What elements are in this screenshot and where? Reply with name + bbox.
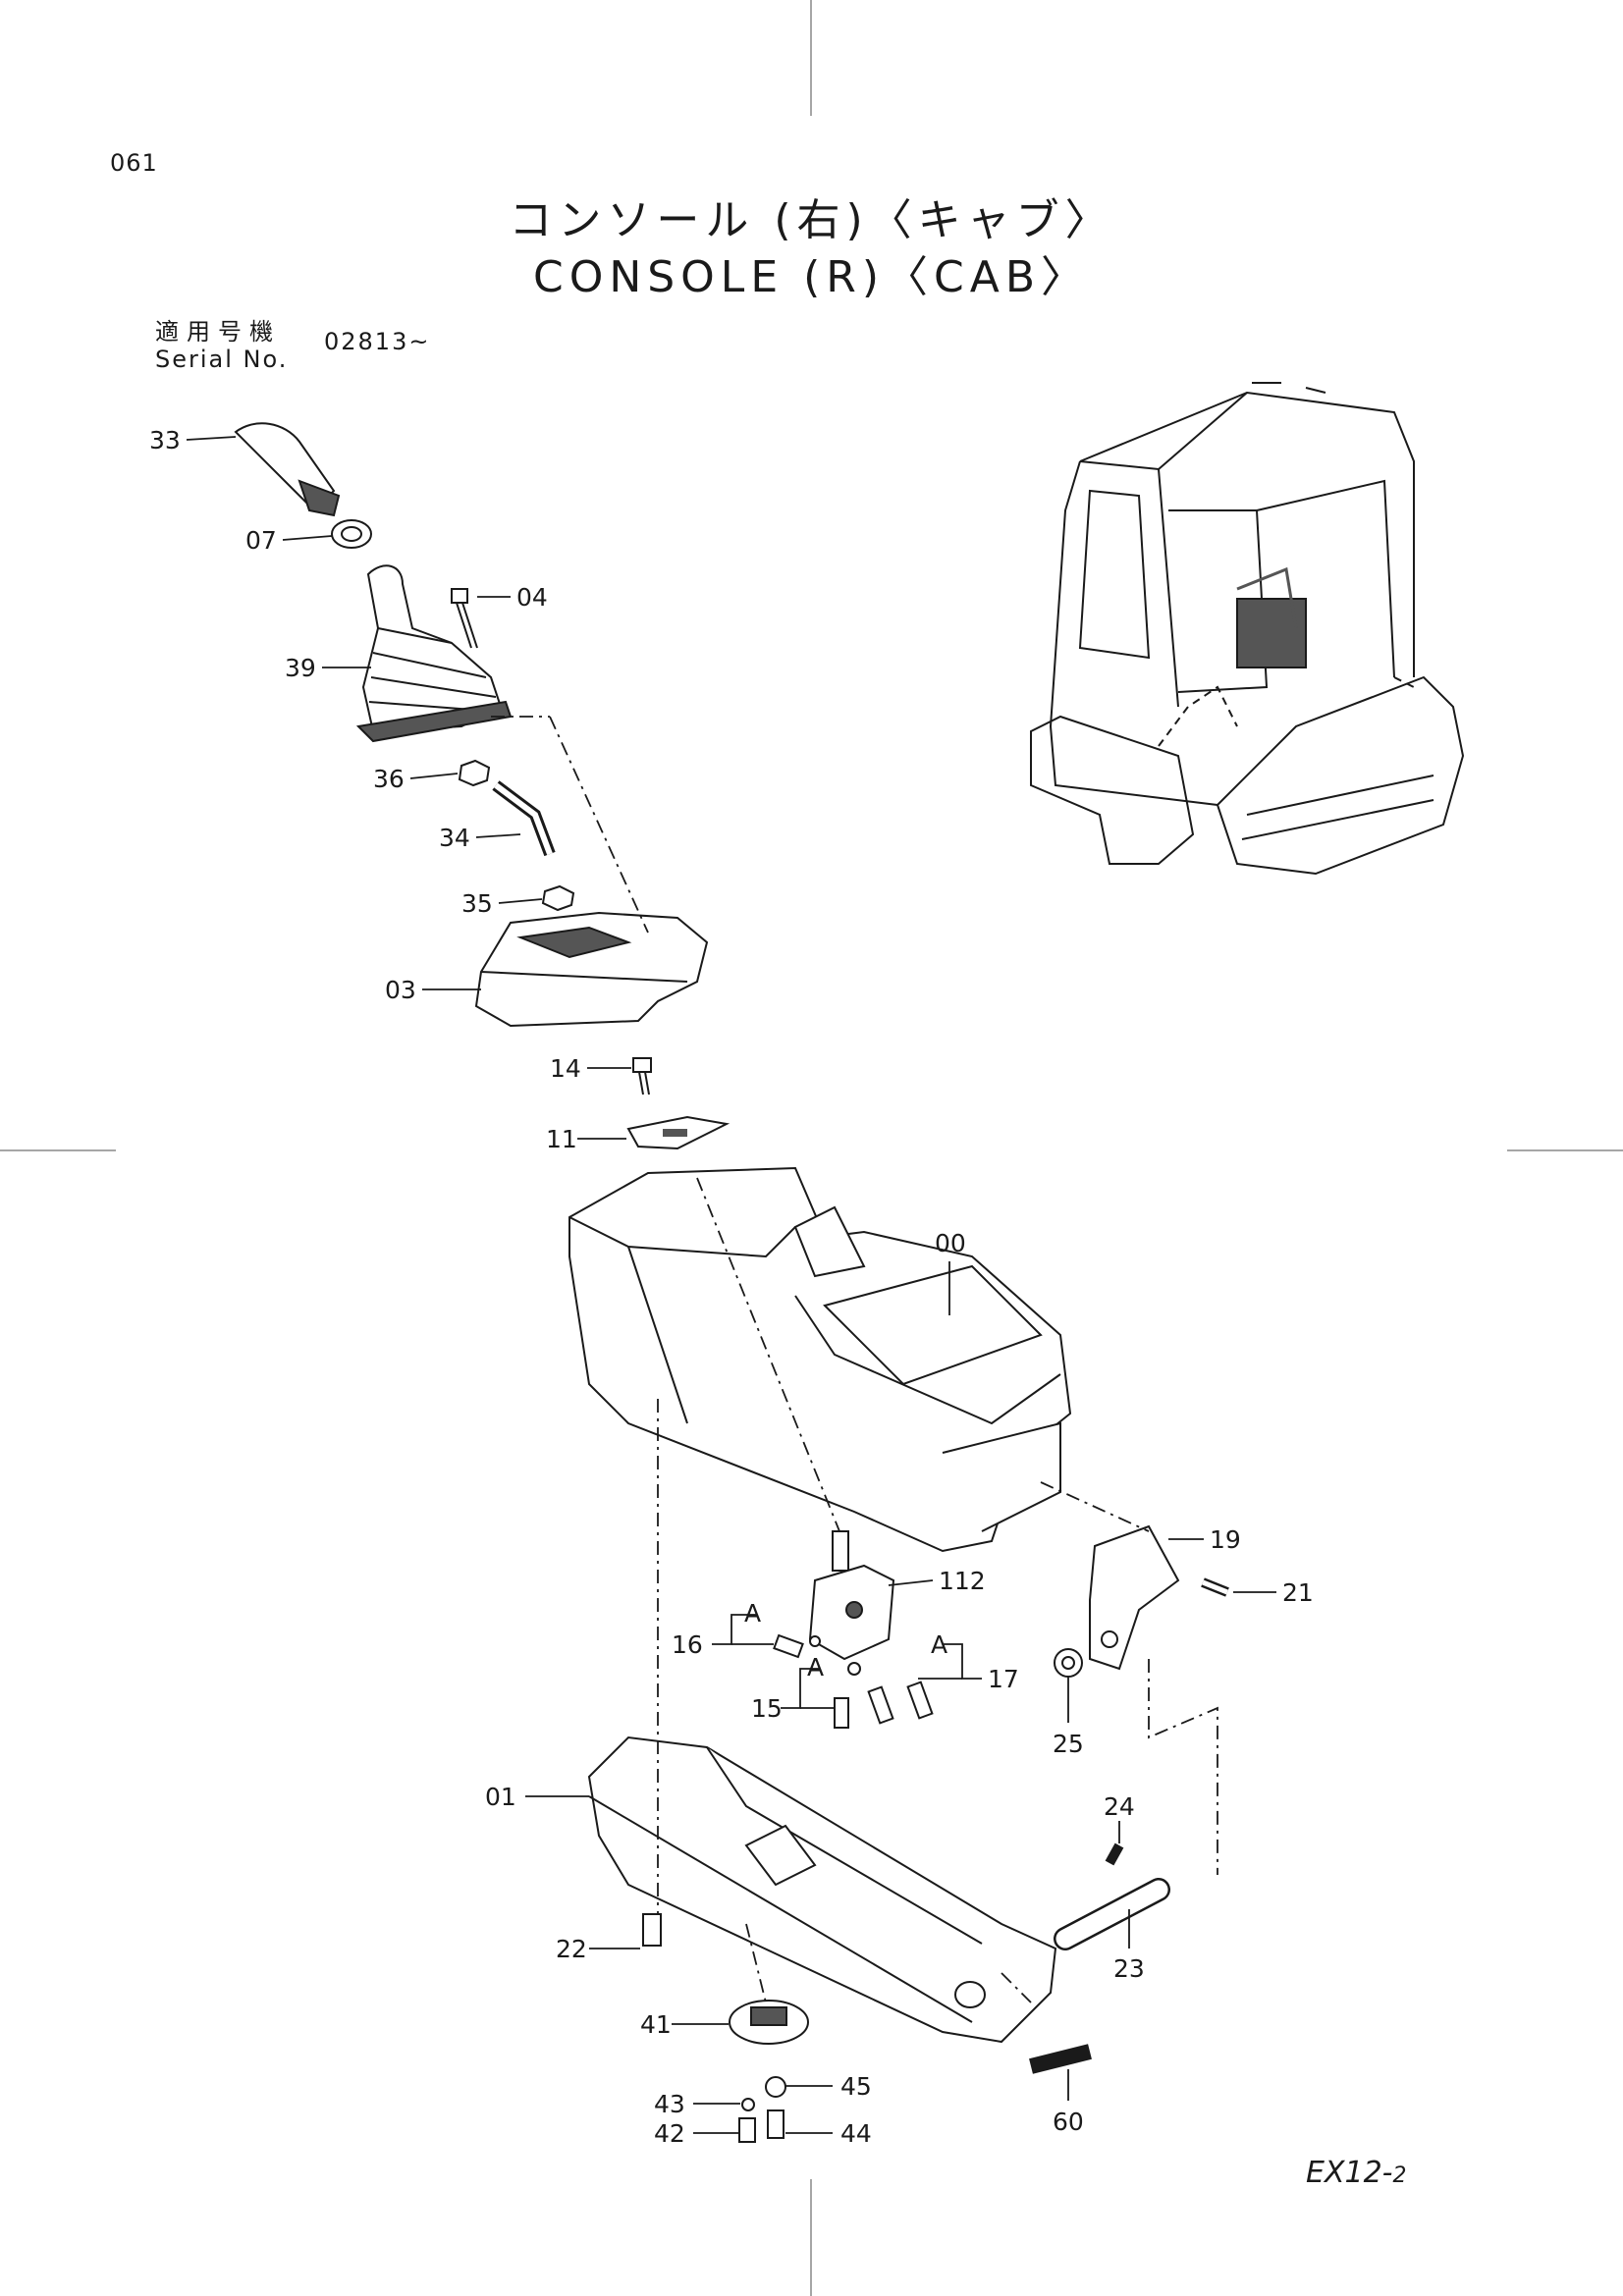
model-code-main: EX12- [1306, 2156, 1393, 2190]
rod-part-34 [492, 780, 556, 857]
bracket-part-19 [1089, 1524, 1180, 1671]
lower-cover-part-01 [587, 1735, 1057, 2044]
console-part-00 [568, 1166, 1072, 1553]
title-japanese: コンソール (右)〈キャブ〉 [509, 195, 1114, 245]
part-label-45: 45 [840, 2072, 872, 2101]
part-label-24: 24 [1104, 1792, 1135, 1821]
part-label-04: 04 [516, 583, 548, 612]
boot-part-39 [355, 564, 513, 743]
reference-mark-a-16: A [744, 1599, 761, 1628]
model-code: EX12-2 [1306, 2156, 1407, 2190]
assembly-lines [491, 716, 1218, 2003]
part-label-33: 33 [149, 426, 181, 454]
reference-mark-a-15: A [807, 1653, 824, 1682]
small-parts-42-43-44-45 [738, 2076, 786, 2143]
pin-part-23 [1054, 1878, 1170, 1950]
nut-part-35 [541, 884, 575, 912]
part-label-21: 21 [1282, 1578, 1314, 1607]
part-label-36: 36 [373, 765, 405, 793]
part-label-25: 25 [1053, 1730, 1084, 1758]
part-label-01: 01 [485, 1783, 516, 1811]
part-label-11: 11 [546, 1125, 577, 1153]
title-english: CONSOLE (R)〈CAB〉 [532, 252, 1091, 302]
part-label-00: 00 [935, 1229, 966, 1257]
part-label-41: 41 [640, 2010, 672, 2039]
part-label-22: 22 [556, 1935, 587, 1963]
bolt-part-22 [642, 1913, 662, 1947]
model-code-suffix: 2 [1392, 2163, 1407, 2188]
bolt-part-14 [632, 1057, 652, 1095]
part-label-07: 07 [245, 526, 277, 555]
bolt-part-04 [451, 588, 478, 649]
cover-part-03 [474, 911, 709, 1028]
pin-part-24 [1105, 1842, 1124, 1866]
part-label-03: 03 [385, 976, 416, 1004]
holder-part-41 [729, 2000, 809, 2045]
page-number: 061 [110, 149, 158, 177]
part-label-16: 16 [672, 1630, 703, 1659]
washer-part-25 [1054, 1648, 1083, 1678]
valve-part-112 [808, 1530, 895, 1661]
serial-number-range: 02813~ [324, 328, 431, 355]
lever-knob-part-33 [234, 422, 341, 517]
bolt-part-21 [1201, 1577, 1229, 1597]
ring-part-07 [331, 519, 372, 549]
part-label-44: 44 [840, 2119, 872, 2148]
part-label-19: 19 [1210, 1525, 1241, 1554]
reference-mark-a-17: A [931, 1630, 947, 1659]
part-label-60: 60 [1053, 2108, 1084, 2136]
part-label-34: 34 [439, 824, 470, 852]
part-label-43: 43 [654, 2090, 685, 2118]
leader-lines [186, 436, 1276, 2134]
fittings-part-15-16-17 [773, 1633, 934, 1729]
part-label-112: 112 [939, 1567, 986, 1595]
cab-machine-illustration [1030, 382, 1465, 876]
serial-label-english: Serial No. [155, 346, 289, 373]
serial-label-japanese: 適用号機 [155, 318, 281, 346]
part-label-39: 39 [285, 654, 316, 682]
part-label-14: 14 [550, 1054, 581, 1083]
part-label-42: 42 [654, 2119, 685, 2148]
bar-part-60 [1029, 2044, 1092, 2074]
part-label-23: 23 [1113, 1954, 1145, 1983]
plate-part-11 [626, 1115, 730, 1150]
part-label-35: 35 [461, 889, 493, 918]
part-label-15: 15 [751, 1694, 783, 1723]
part-label-17: 17 [988, 1665, 1019, 1693]
part-labels: 33 07 04 39 36 34 35 03 14 11 00 19 21 1… [149, 426, 1314, 2148]
nut-part-36 [458, 759, 491, 787]
